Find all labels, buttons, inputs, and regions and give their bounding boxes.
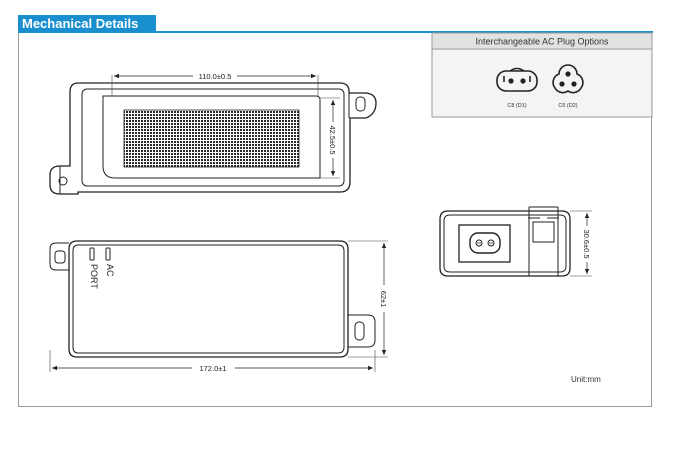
side-view-length-label: 172.0±1: [199, 364, 226, 373]
c8-d1-label: C8 (D1): [507, 103, 526, 109]
plug-options-title: Interchangeable AC Plug Options: [475, 37, 609, 47]
top-view-height-label: 42.5±0.5: [328, 125, 337, 154]
c6-d2-plug-icon: [552, 64, 584, 94]
c6-d2-label: C6 (D2): [558, 103, 577, 109]
port-led-label: PORT: [89, 264, 99, 289]
end-view-height-label: 30.6±0.5: [582, 229, 591, 258]
side-view-drawing: [49, 240, 376, 358]
section-title: Mechanical Details: [18, 15, 156, 32]
end-view-drawing: [439, 206, 571, 277]
title-underline: [18, 31, 653, 33]
plug-options-box: Interchangeable AC Plug Options C8 (D1) …: [431, 32, 653, 118]
top-view-width-label: 110.0±0.5: [199, 72, 232, 81]
top-view-width-dimension: 110.0±0.5: [111, 72, 319, 96]
ac-led-label: AC: [105, 264, 115, 277]
drawing-frame: [18, 33, 652, 407]
side-view-height-label: 62±1: [379, 291, 388, 308]
side-view-length-dimension: 172.0±1: [49, 350, 376, 373]
top-view-height-dimension: 42.5±0.5: [320, 97, 340, 179]
unit-label: Unit:mm: [571, 375, 601, 384]
end-view-height-dimension: 30.6±0.5: [570, 210, 592, 277]
c8-d1-plug-icon: [496, 67, 538, 92]
top-view-drawing: [49, 82, 377, 195]
side-view-height-dimension: 62±1: [348, 240, 388, 358]
